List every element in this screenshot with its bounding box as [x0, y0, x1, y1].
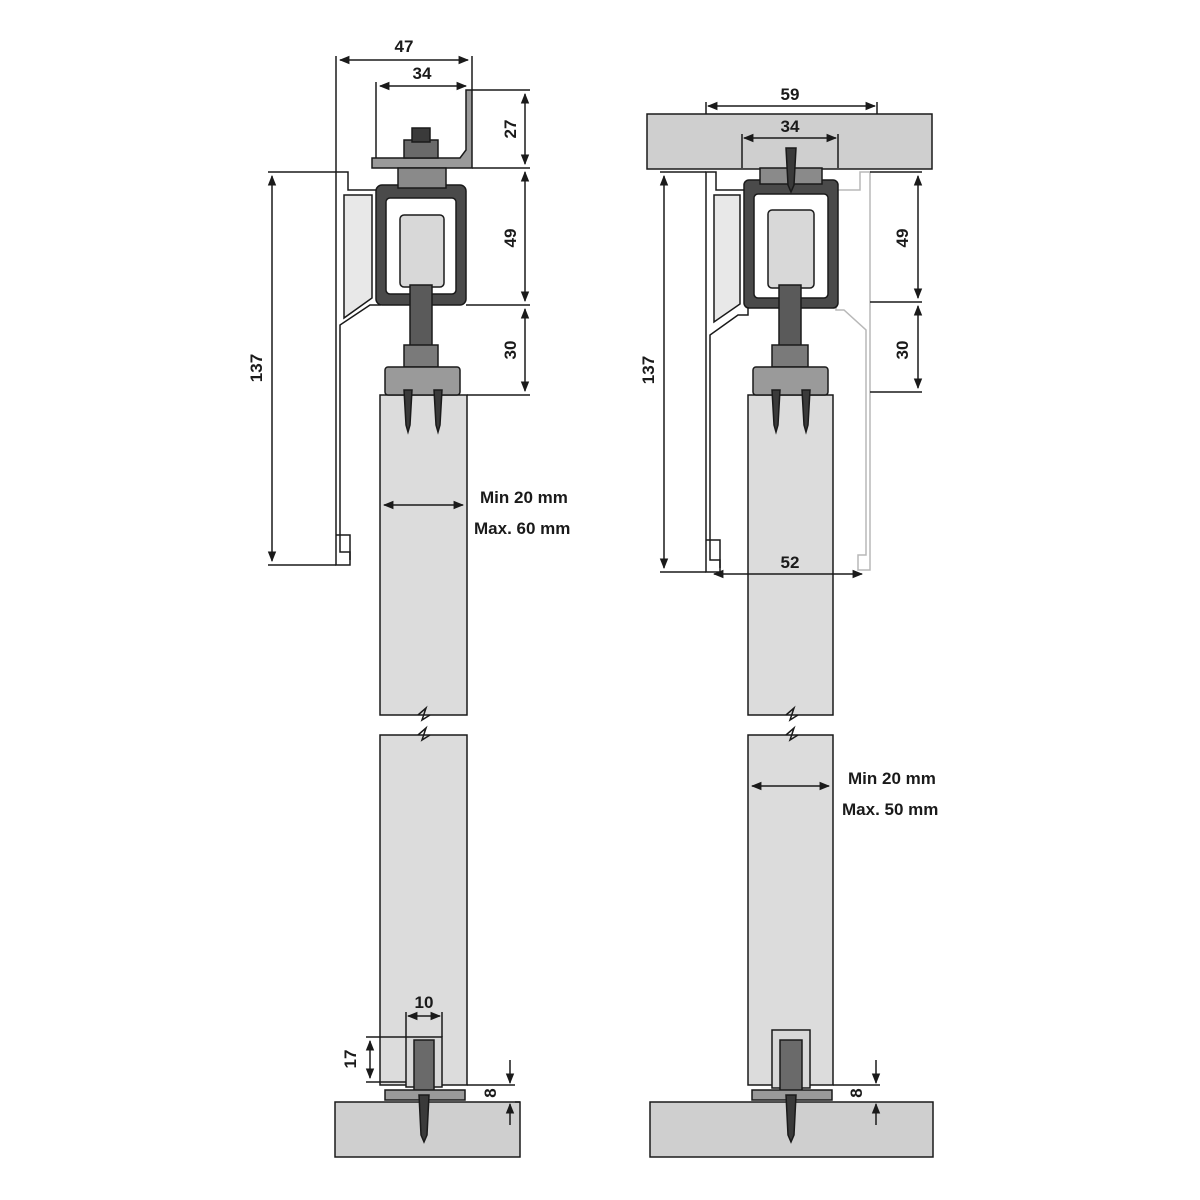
right-door-lower: [747, 734, 834, 1086]
right-label-trolley-height: 49: [893, 229, 912, 248]
right-floor-guide-pin: [779, 1039, 803, 1096]
left-screw-1: [403, 389, 413, 435]
right-label-floor-gap: 8: [847, 1088, 866, 1097]
left-trolley-cap: [397, 167, 447, 189]
right-bolt-nut: [771, 344, 809, 368]
left-label-bolt-height: 30: [501, 341, 520, 360]
right-view: [646, 101, 934, 1158]
left-floor-screw: [418, 1094, 430, 1144]
left-bolt-nut: [403, 344, 439, 368]
left-threaded-bolt: [409, 284, 433, 354]
right-profile-lip: [706, 539, 721, 568]
left-label-guide-height: 17: [341, 1050, 360, 1069]
left-bracket-bolt: [411, 127, 431, 143]
right-dim-track-width: [741, 133, 839, 168]
left-dim-total-height: [267, 171, 336, 566]
left-label-top-width: 47: [395, 37, 414, 56]
right-label-profile-width: 52: [781, 553, 800, 572]
right-label-bolt-height: 30: [893, 341, 912, 360]
left-label-total-height: 137: [247, 354, 266, 382]
left-dim-top-width: [335, 55, 473, 172]
right-label-track-width: 34: [781, 117, 800, 136]
left-label-bracket-width: 34: [413, 64, 432, 83]
left-break-mark-lower: [417, 725, 431, 742]
left-label-trolley-height: 49: [501, 229, 520, 248]
left-label-thickness-max: Max. 60 mm: [474, 519, 570, 538]
left-dim-guide-width: [405, 1011, 443, 1037]
right-door-upper: [747, 394, 834, 716]
right-dim-vertical-chain: [870, 171, 923, 393]
right-trolley-wheel: [767, 209, 815, 289]
right-screw-2: [801, 389, 811, 435]
right-break-mark-upper: [785, 705, 799, 722]
left-label-floor-gap: 8: [481, 1088, 500, 1097]
right-dim-floor-gap: [833, 1060, 881, 1125]
left-trolley-wheel: [399, 214, 445, 288]
left-floor-guide-pin: [413, 1039, 435, 1096]
left-track-profile-inner: [343, 194, 373, 320]
left-screw-2: [433, 389, 443, 435]
right-screw-1: [771, 389, 781, 435]
right-dim-total-height: [659, 171, 706, 573]
right-door-clamp: [752, 366, 829, 396]
left-dim-guide-height: [365, 1036, 406, 1083]
left-label-guide-width: 10: [415, 993, 434, 1012]
right-track-profile-inner: [713, 194, 741, 324]
right-ceiling-screw: [785, 147, 797, 194]
left-label-bracket-height: 27: [501, 120, 520, 139]
left-label-thickness-min: Min 20 mm: [480, 488, 568, 507]
left-dim-bracket-width: [375, 81, 468, 158]
left-dim-vertical-chain: [466, 89, 530, 396]
right-dim-top-width: [705, 101, 878, 114]
left-top-bracket: [371, 89, 473, 169]
right-ghost-profile: [835, 171, 871, 571]
left-door-upper: [379, 394, 468, 716]
left-door-lower: [379, 734, 468, 1086]
left-dim-floor-gap: [467, 1060, 520, 1125]
left-break-mark-upper: [417, 705, 431, 722]
right-floor-screw: [785, 1094, 797, 1144]
right-label-thickness-min: Min 20 mm: [848, 769, 936, 788]
left-view: [267, 55, 530, 1158]
right-threaded-bolt: [778, 284, 802, 354]
left-door-clamp: [384, 366, 461, 396]
right-label-top-width: 59: [781, 85, 800, 104]
right-label-thickness-max: Max. 50 mm: [842, 800, 938, 819]
right-break-mark-lower: [785, 725, 799, 742]
right-label-total-height: 137: [639, 356, 658, 384]
left-profile-lip: [336, 534, 351, 560]
